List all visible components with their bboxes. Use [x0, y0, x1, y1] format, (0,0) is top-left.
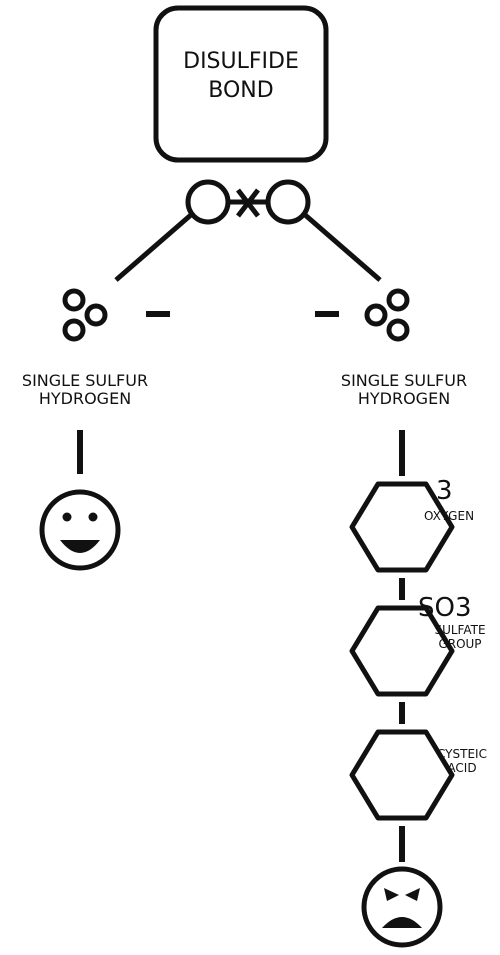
- disulfide-bond-icon: [185, 179, 311, 225]
- step-3-line2: ACID: [447, 760, 477, 775]
- step-1-line1: OXYGEN: [423, 509, 475, 523]
- left-branch-line2: HYDROGEN: [38, 389, 132, 409]
- hexagon-icon: [349, 481, 455, 573]
- angry-face-icon: [361, 866, 443, 948]
- step-2-line2: GROUP: [438, 636, 482, 651]
- step-1-formula: 3: [436, 476, 453, 506]
- disulfide-bond-label: DISULFIDE BOND: [156, 48, 326, 105]
- right-branch-label: SINGLE SULFUR HYDROGEN: [318, 371, 490, 409]
- left-branch-label: SINGLE SULFUR HYDROGEN: [0, 371, 170, 409]
- atom-cluster-icon: [364, 288, 410, 342]
- step-2-formula: SO3: [418, 593, 472, 623]
- atom-cluster-icon: [62, 288, 108, 342]
- left-branch-line: [114, 212, 194, 282]
- step-2-line1: SULFATE: [434, 623, 486, 637]
- disulfide-bond-line2: BOND: [208, 77, 274, 103]
- left-branch-line1: SINGLE SULFUR: [21, 371, 149, 390]
- hexagon-icon: [349, 729, 455, 821]
- right-branch-line2: HYDROGEN: [357, 389, 451, 409]
- step-2-label: SULFATE GROUP: [420, 623, 500, 652]
- happy-face-icon: [39, 489, 121, 571]
- step-1-label: OXYGEN: [404, 509, 494, 524]
- right-branch-line1: SINGLE SULFUR: [340, 371, 468, 390]
- right-branch-line: [302, 212, 382, 282]
- hexagon-icon: [349, 605, 455, 697]
- step-3-line1: CYSTEIC: [437, 747, 487, 761]
- disulfide-bond-box: [153, 5, 329, 163]
- disulfide-bond-line1: DISULFIDE: [183, 49, 299, 74]
- step-3-label: CYSTEIC ACID: [424, 747, 500, 776]
